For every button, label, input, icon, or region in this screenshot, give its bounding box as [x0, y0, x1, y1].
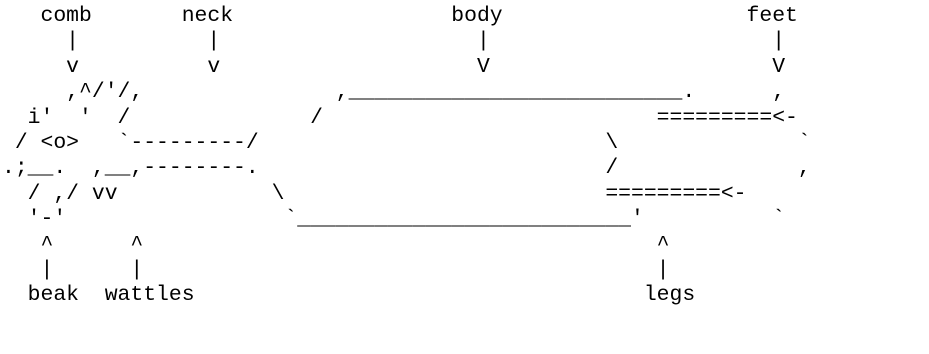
pointer-row-top-bars: | | | | [2, 29, 786, 54]
label-row-top: comb neck body feet [2, 4, 798, 28]
art-row-comb-body-top: ,^/'/, ,__________________________. , [2, 80, 786, 105]
label-row-bottom: beak wattles legs [2, 283, 696, 308]
art-row-body-bottom: '-' `__________________________' ` [2, 207, 786, 232]
chicken-ascii-diagram: comb neck body feet | | | | v v V V ,^/'… [2, 4, 811, 309]
art-row-head-upper-legs: i' ' / / =========<- [2, 105, 798, 130]
art-row-wattles-lower-legs: / ,/ vv \ =========<- [2, 181, 747, 206]
pointer-row-top-arrows: v v V V [2, 54, 786, 79]
art-row-beak-neck: .;__. ,__,--------. / , [2, 156, 811, 181]
art-row-eye-neck: / <o> `---------/ \ ` [2, 130, 811, 155]
pointer-row-bottom-bars: | | | [2, 257, 670, 282]
pointer-row-bottom-arrows: ^ ^ ^ [2, 232, 670, 257]
